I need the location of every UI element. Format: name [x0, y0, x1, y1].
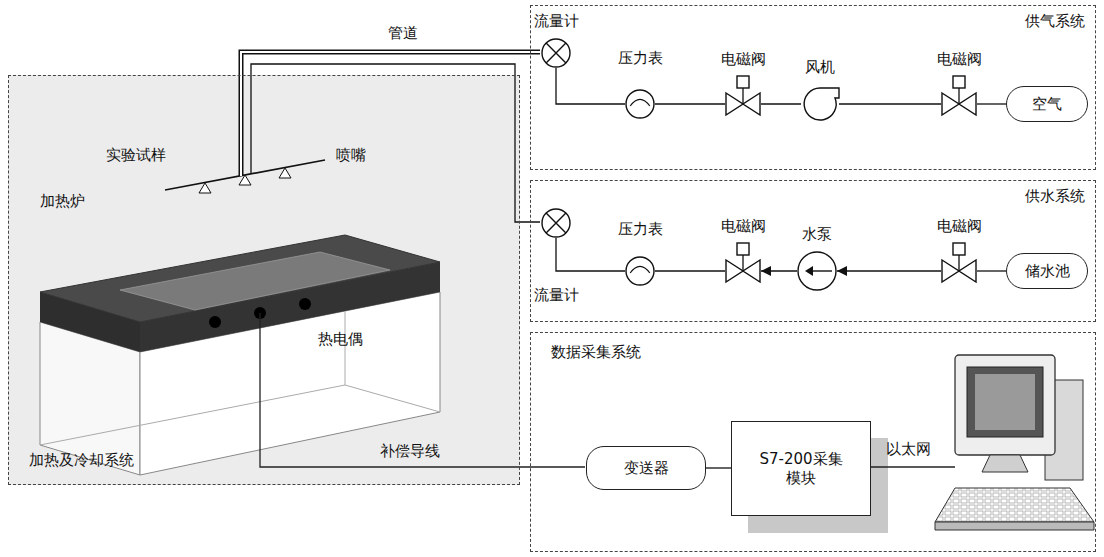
- keyboard: [935, 488, 1094, 522]
- flowmeter-symbol: 流量计: [541, 38, 571, 68]
- pipe-connector: [977, 270, 1006, 271]
- nozzle: [239, 175, 251, 185]
- ethernet-label: 以太网: [886, 440, 931, 459]
- thermocouple: [299, 298, 311, 310]
- symbol-label: 流量计: [534, 286, 579, 305]
- pipe-connector: [556, 68, 625, 104]
- symbol-label: 电磁阀: [721, 217, 766, 236]
- panel-heading: 加热及冷却系统: [29, 451, 134, 470]
- fan-symbol: [801, 86, 839, 122]
- box-label: S7-200采集 模块: [751, 450, 851, 488]
- symbol-label: 水泵: [802, 225, 832, 244]
- monitor-stand: [982, 455, 1028, 472]
- solenoid-valve-symbol: 电磁阀: [725, 259, 761, 283]
- air-pipe: [241, 52, 540, 176]
- pipe-connector: [556, 238, 625, 271]
- symbol-label: 压力表: [618, 220, 663, 239]
- thermocouple-label: 热电偶: [318, 330, 363, 349]
- panel-ground: [8, 75, 520, 485]
- acquisition-module-box: S7-200采集 模块: [731, 421, 871, 516]
- air-pipe: [241, 52, 540, 176]
- computer-monitor: [955, 355, 1055, 455]
- computer-screen: [967, 367, 1043, 437]
- compensation-wire: [260, 313, 585, 467]
- pipe-connector: [761, 270, 797, 271]
- water-pump-symbol: 水泵: [797, 251, 837, 291]
- transmitter-box: 变送器: [586, 446, 706, 490]
- pipe-connector: [977, 103, 1006, 104]
- pipe-connector: [655, 103, 725, 104]
- solenoid-valve-symbol: [941, 92, 977, 116]
- box-label: 空气: [1032, 95, 1062, 114]
- panel-heading: 数据采集系统: [551, 343, 641, 362]
- fan-symbol: 风机: [801, 86, 839, 122]
- solenoid-valve-symbol: [725, 92, 761, 116]
- symbol-label: 风机: [805, 58, 835, 77]
- panel-heading: 供水系统: [1025, 187, 1085, 206]
- thermocouple: [209, 316, 221, 328]
- system-panel: 供水系统流量计压力表电磁阀水泵电磁阀储水池: [530, 180, 1096, 322]
- box-label: 储水池: [1025, 262, 1070, 281]
- ethernet-cable: [870, 466, 955, 467]
- pressure-gauge-symbol: 压力表: [625, 256, 655, 286]
- wire-label: 补偿导线: [380, 442, 440, 461]
- keyboard: [935, 522, 1094, 530]
- system-panel: 数据采集系统变送器 S7-200采集 模块: [530, 332, 1096, 552]
- symbol-label: 压力表: [618, 49, 663, 68]
- test-specimen: [120, 252, 390, 310]
- solenoid-valve-symbol: [725, 259, 761, 283]
- furnace-edge: [40, 385, 345, 445]
- system-panel: 供气系统流量计压力表电磁阀风机电磁阀空气: [530, 5, 1096, 170]
- source-box: 储水池: [1006, 253, 1088, 289]
- solenoid-valve-symbol: 电磁阀: [941, 259, 977, 283]
- pipe-connector: [655, 270, 725, 271]
- panel-heading: 供气系统: [1025, 12, 1085, 31]
- pipe-connector: [837, 270, 941, 271]
- specimen-label: 实验试样: [106, 146, 166, 165]
- furnace-slab: [40, 292, 140, 352]
- symbol-label: 电磁阀: [937, 217, 982, 236]
- furnace-label: 加热炉: [40, 192, 85, 211]
- box-label: 变送器: [624, 459, 669, 478]
- nozzle: [279, 168, 291, 178]
- pipe-connector: [839, 103, 941, 104]
- source-box: 空气: [1006, 86, 1088, 122]
- system-panel: 加热及冷却系统: [8, 75, 520, 485]
- solenoid-valve-symbol: 电磁阀: [941, 92, 977, 116]
- furnace-edge: [345, 385, 440, 412]
- flowmeter-symbol: 流量计: [541, 208, 571, 238]
- nozzle-bar: [165, 160, 325, 190]
- symbol-label: 流量计: [534, 12, 579, 31]
- pressure-gauge-symbol: 压力表: [625, 89, 655, 119]
- pressure-gauge-symbol: [625, 89, 655, 119]
- symbol-label: 电磁阀: [937, 50, 982, 69]
- solenoid-valve-symbol: [941, 259, 977, 283]
- solenoid-valve-symbol: 电磁阀: [725, 92, 761, 116]
- water-pump-symbol: [797, 251, 837, 291]
- computer-screen: [975, 374, 1035, 430]
- nozzle-label: 喷嘴: [336, 146, 366, 165]
- nozzle: [199, 183, 211, 193]
- pipe-label: 管道: [388, 24, 418, 43]
- pipe-connector: [761, 103, 801, 104]
- pressure-gauge-symbol: [625, 256, 655, 286]
- pipe-connector: [706, 467, 731, 468]
- flowmeter-symbol: [541, 38, 571, 68]
- water-pipe: [251, 64, 540, 222]
- flowmeter-symbol: [541, 208, 571, 238]
- symbol-label: 电磁阀: [721, 50, 766, 69]
